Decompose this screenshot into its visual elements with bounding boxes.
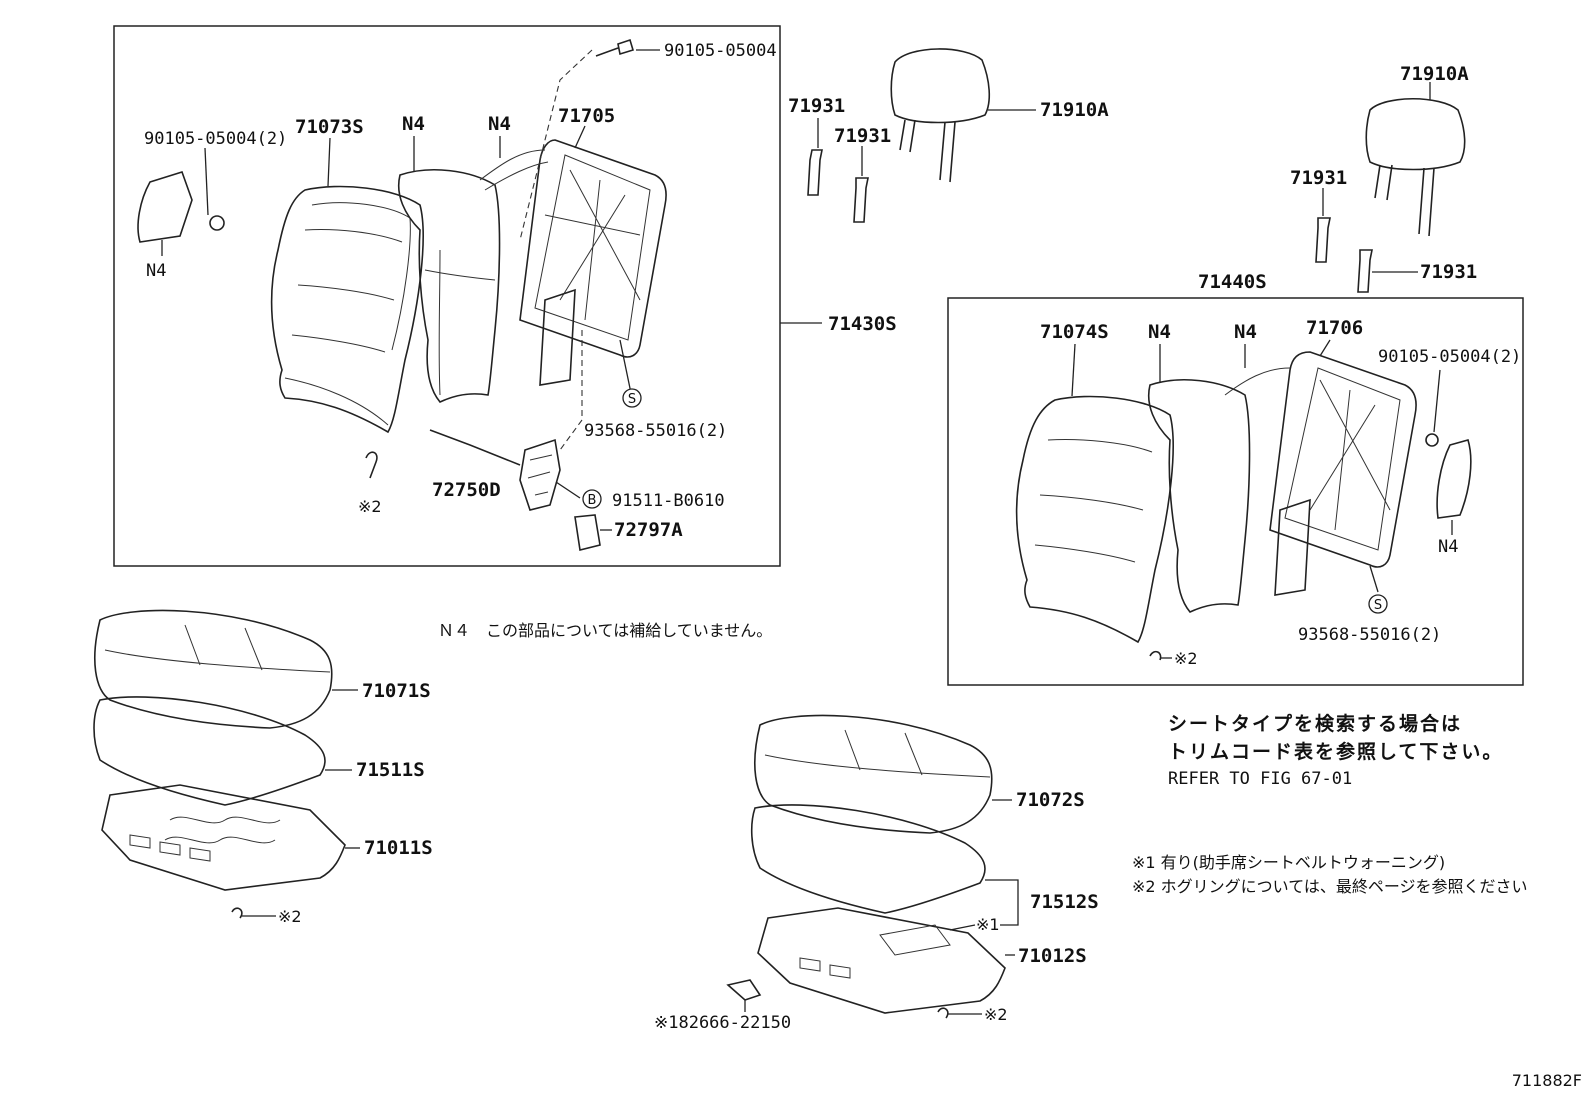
label-91511: 91511-B0610 bbox=[612, 491, 725, 511]
guide-71931-b bbox=[853, 177, 869, 223]
label-82666: ※182666-22150 bbox=[654, 1013, 791, 1033]
label-ref2-right: ※2 bbox=[1174, 649, 1198, 668]
label-90105-right: 90105-05004(2) bbox=[1378, 347, 1521, 367]
seatback-pad-left bbox=[397, 169, 501, 403]
label-71931-d: 71931 bbox=[1420, 261, 1477, 283]
guide-71931-a bbox=[807, 149, 823, 196]
label-71012S: 71012S bbox=[1018, 945, 1087, 967]
hog-ring-right bbox=[1149, 650, 1162, 661]
seatback-assembly-box-right bbox=[947, 297, 1524, 686]
label-71910A-b: 71910A bbox=[1400, 63, 1469, 85]
label-90105-top: 90105-05004 bbox=[664, 41, 777, 61]
leader-93568-right bbox=[1369, 565, 1379, 593]
label-71074S: 71074S bbox=[1040, 321, 1109, 343]
leader-93568-left bbox=[619, 339, 633, 399]
label-72797A: 72797A bbox=[614, 519, 683, 541]
label-71073S: 71073S bbox=[295, 116, 364, 138]
label-71931-a: 71931 bbox=[788, 95, 845, 117]
nut-left bbox=[209, 215, 225, 231]
seat-cushion-frame-71012S bbox=[757, 907, 1006, 1014]
label-90105-left: 90105-05004(2) bbox=[144, 129, 287, 149]
seat-cushion-pad-71511S bbox=[93, 696, 326, 806]
label-ref2-seat-left: ※2 bbox=[278, 907, 302, 926]
recliner-72750D bbox=[429, 429, 561, 511]
seat-cushion-cover-71071S bbox=[94, 609, 333, 729]
clip-82666 bbox=[726, 979, 762, 1001]
cover-72797A bbox=[574, 514, 601, 551]
marker-s-left bbox=[622, 388, 642, 408]
side-cover-right bbox=[1436, 439, 1472, 519]
assembly-dash-line-top bbox=[519, 49, 593, 241]
seatback-assembly-box-left bbox=[113, 25, 781, 567]
label-n4-b: N4 bbox=[488, 113, 511, 135]
leader-91511 bbox=[555, 481, 581, 499]
marker-b-left bbox=[582, 489, 602, 509]
label-n4-d: N4 bbox=[1234, 321, 1257, 343]
label-71931-c: 71931 bbox=[1290, 167, 1347, 189]
leader-71512S bbox=[985, 879, 1019, 926]
note-seat-type-1: シートタイプを検索する場合は bbox=[1168, 712, 1462, 735]
leader-71074S bbox=[1071, 343, 1076, 397]
nut-right bbox=[1425, 433, 1439, 447]
marker-s-right bbox=[1368, 594, 1388, 614]
label-93568-left: 93568-55016(2) bbox=[584, 421, 727, 441]
leader-90105-left bbox=[204, 147, 209, 216]
leader-71073S bbox=[327, 137, 331, 187]
label-71910A-a: 71910A bbox=[1040, 99, 1109, 121]
label-71931-b: 71931 bbox=[834, 125, 891, 147]
marker-s-left-text: S bbox=[628, 392, 636, 407]
note-n4: Ｎ４ この部品については補給していません。 bbox=[438, 621, 772, 640]
seatback-frame-71706 bbox=[1224, 351, 1417, 596]
label-72750D: 72750D bbox=[432, 479, 501, 501]
footnote-1: ※1 有り(助手席シートベルトウォーニング) bbox=[1132, 853, 1445, 872]
seat-cushion-cover-71072S bbox=[754, 714, 993, 834]
seatback-cover-71074S bbox=[1015, 395, 1174, 644]
label-71705: 71705 bbox=[558, 105, 615, 127]
note-refer-fig: REFER TO FIG 67-01 bbox=[1168, 769, 1352, 789]
label-71071S: 71071S bbox=[362, 680, 431, 702]
seat-cushion-frame-71011S bbox=[101, 784, 346, 891]
headrest-71910A-left bbox=[890, 48, 991, 183]
seatback-pad-right bbox=[1147, 379, 1251, 613]
guide-71931-c bbox=[1315, 217, 1331, 263]
guide-71931-d bbox=[1357, 249, 1373, 293]
label-ref1-seat: ※1 bbox=[976, 915, 1000, 934]
note-seat-type-2: トリムコード表を参照して下さい。 bbox=[1168, 740, 1503, 763]
footnote-2: ※2 ホグリングについては、最終ページを参照ください bbox=[1132, 877, 1528, 896]
figure-id: 711882F bbox=[1512, 1071, 1582, 1090]
seatback-cover-71073S bbox=[270, 185, 424, 434]
hog-ring-seat-left bbox=[231, 907, 243, 919]
label-ref2-left: ※2 bbox=[358, 497, 382, 516]
hog-ring-seat-right bbox=[937, 1007, 949, 1019]
leader-90105-right bbox=[1433, 369, 1441, 433]
label-71072S: 71072S bbox=[1016, 789, 1085, 811]
leader-71706 bbox=[1319, 339, 1331, 357]
label-71511S: 71511S bbox=[356, 759, 425, 781]
seat-cushion-pad-71512S bbox=[750, 804, 986, 914]
side-cover-left bbox=[137, 171, 193, 243]
label-71430S: 71430S bbox=[828, 313, 897, 335]
seatback-frame-71705 bbox=[479, 139, 667, 386]
label-n4-c: N4 bbox=[1148, 321, 1171, 343]
label-ref2-seat-right: ※2 bbox=[984, 1005, 1008, 1024]
label-n4-left: N4 bbox=[146, 261, 166, 281]
label-n4-a: N4 bbox=[402, 113, 425, 135]
label-71706: 71706 bbox=[1306, 317, 1363, 339]
bolt-top bbox=[595, 38, 634, 57]
headrest-71910A-right bbox=[1365, 97, 1466, 237]
label-71440S: 71440S bbox=[1198, 271, 1267, 293]
label-93568-right: 93568-55016(2) bbox=[1298, 625, 1441, 645]
assembly-dash-line-bottom bbox=[559, 330, 583, 451]
leader-ref1-seat bbox=[949, 924, 976, 931]
hog-ring-left bbox=[365, 451, 378, 479]
label-n4-right: N4 bbox=[1438, 537, 1458, 557]
label-71011S: 71011S bbox=[364, 837, 433, 859]
marker-s-right-text: S bbox=[1374, 598, 1382, 613]
marker-b-left-text: B bbox=[588, 493, 597, 508]
label-71512S: 71512S bbox=[1030, 891, 1099, 913]
leader-71705 bbox=[574, 125, 586, 149]
